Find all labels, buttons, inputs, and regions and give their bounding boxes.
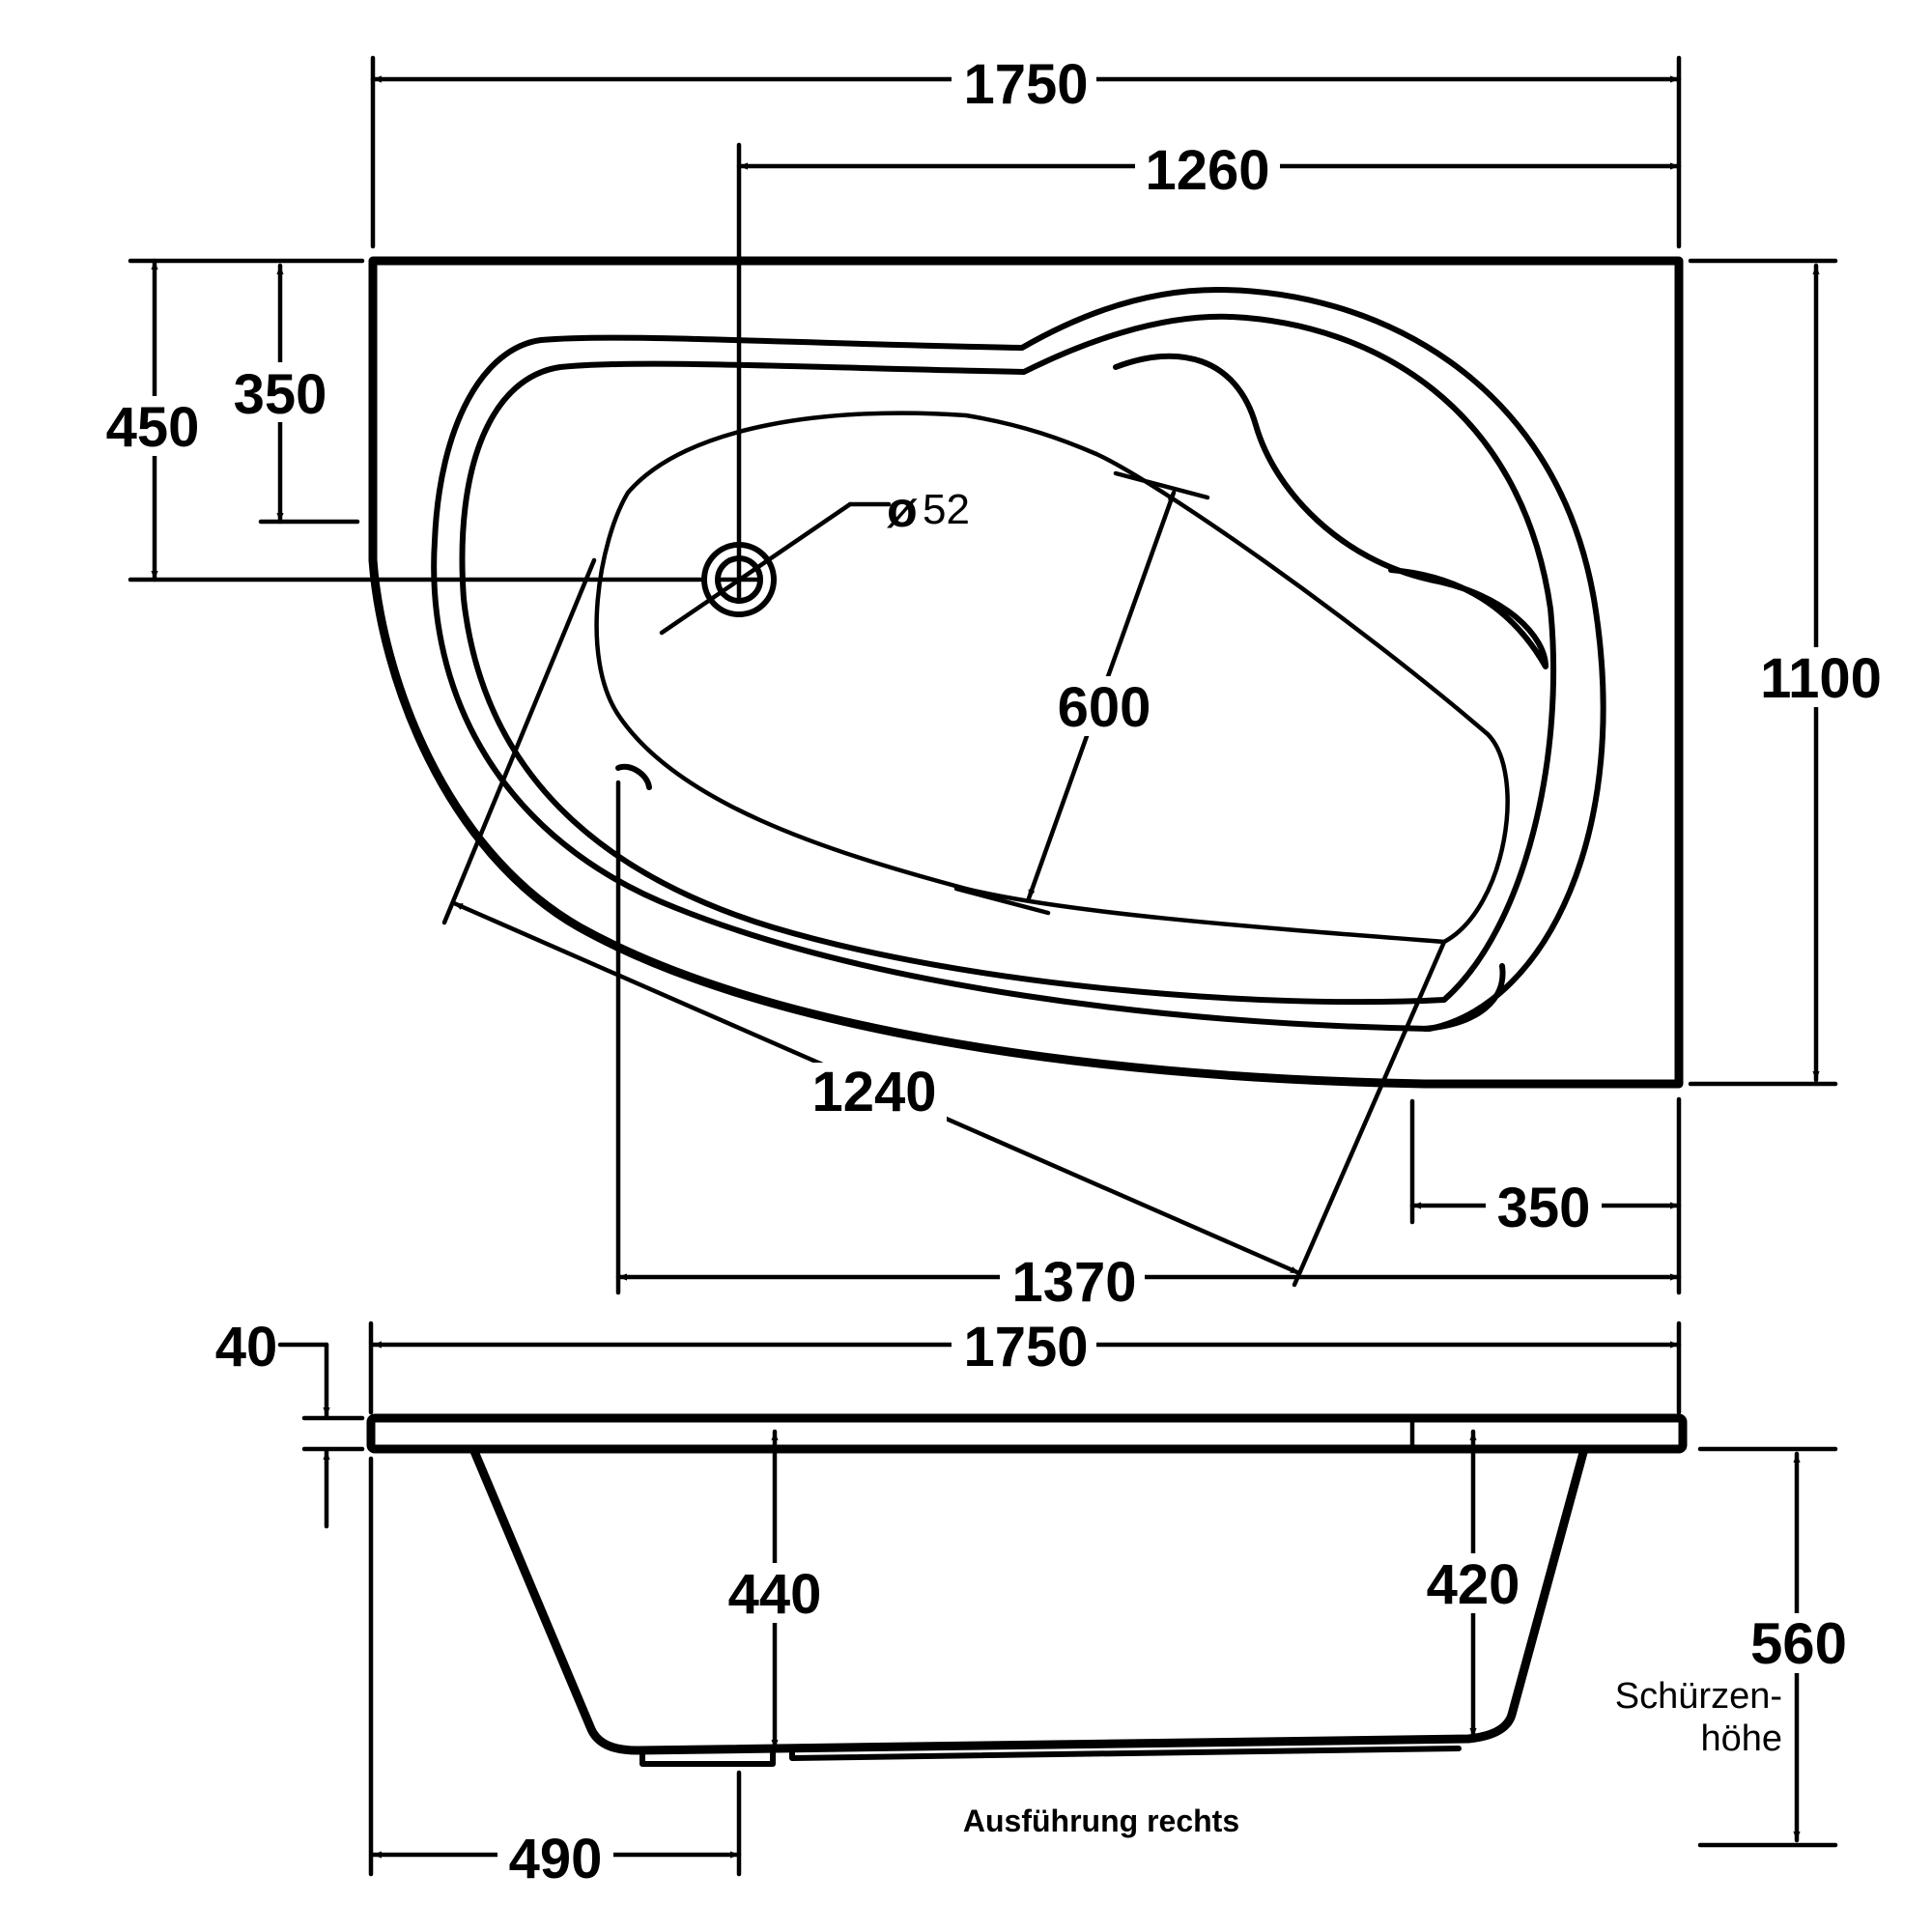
side-tub-body — [469, 1444, 1589, 1755]
label-depth-right: 420 — [1427, 1553, 1520, 1616]
side-view: 1750 40 440 420 560 — [215, 1316, 1853, 1890]
label-side-overall-width: 1750 — [963, 1316, 1088, 1378]
label-overall-width: 1750 — [963, 53, 1088, 116]
dim-diagonal-length: 1240 — [441, 557, 1447, 1288]
label-depth-left: 440 — [728, 1563, 822, 1626]
basin-outer-contour — [431, 287, 1606, 1032]
dim-drain-offset: 350 — [224, 263, 360, 525]
label-apron-height: 560 — [1750, 1611, 1847, 1676]
side-drain-detail — [639, 1747, 776, 1767]
label-drain-offset: 350 — [234, 363, 327, 426]
dim-right-apron: 350 — [1409, 1098, 1682, 1239]
dim-seat-width: 600 — [953, 470, 1210, 916]
lip-curve-right — [1422, 963, 1506, 1032]
label-apron-line1: Schürzen- — [1615, 1676, 1782, 1717]
side-foot-detail — [789, 1746, 1462, 1761]
dim-drain-diameter: ø 52 — [659, 482, 970, 636]
dim-overall-height: 1100 — [1688, 258, 1893, 1087]
label-right-apron: 350 — [1497, 1177, 1591, 1239]
label-apron-line2: höhe — [1700, 1719, 1782, 1759]
tub-rim-outline — [368, 256, 1684, 1089]
headrest-contour — [1113, 353, 1548, 669]
label-drain-diameter: 52 — [923, 486, 970, 533]
dim-apron-height: 560 Schürzen- höhe — [1594, 1446, 1853, 1848]
caption-variant: Ausführung rechts — [963, 1804, 1239, 1838]
label-overall-height: 1100 — [1760, 647, 1882, 710]
basin-floor — [594, 411, 1510, 945]
side-rim — [366, 1413, 1688, 1454]
label-bottom-width: 1370 — [1011, 1251, 1136, 1314]
label-drain-to-right: 1260 — [1145, 139, 1269, 202]
dim-drain-position: 490 — [368, 1456, 742, 1890]
dim-side-overall-width: 1750 — [368, 1316, 1682, 1415]
dim-rim-thickness: 40 — [215, 1316, 365, 1529]
overflow-mark — [615, 763, 652, 790]
label-diameter-symbol: ø — [887, 482, 918, 538]
label-seat-width: 600 — [1058, 676, 1151, 739]
dim-depth-left: 440 — [715, 1429, 835, 1751]
basin-ring-inner — [459, 313, 1557, 1006]
label-drain-position: 490 — [509, 1828, 603, 1890]
dim-bottom-width: 1370 — [615, 780, 1682, 1314]
label-height-left: 450 — [106, 396, 200, 459]
dim-depth-right: 420 — [1413, 1429, 1533, 1740]
label-rim-thickness: 40 — [215, 1316, 278, 1378]
label-diagonal-length: 1240 — [811, 1061, 936, 1123]
dim-height-left: 450 — [97, 258, 703, 582]
top-view: 1750 1260 450 350 ø 52 — [97, 50, 1893, 1314]
dim-drain-to-right: 1260 — [736, 137, 1682, 563]
dim-overall-width: 1750 — [370, 50, 1682, 249]
